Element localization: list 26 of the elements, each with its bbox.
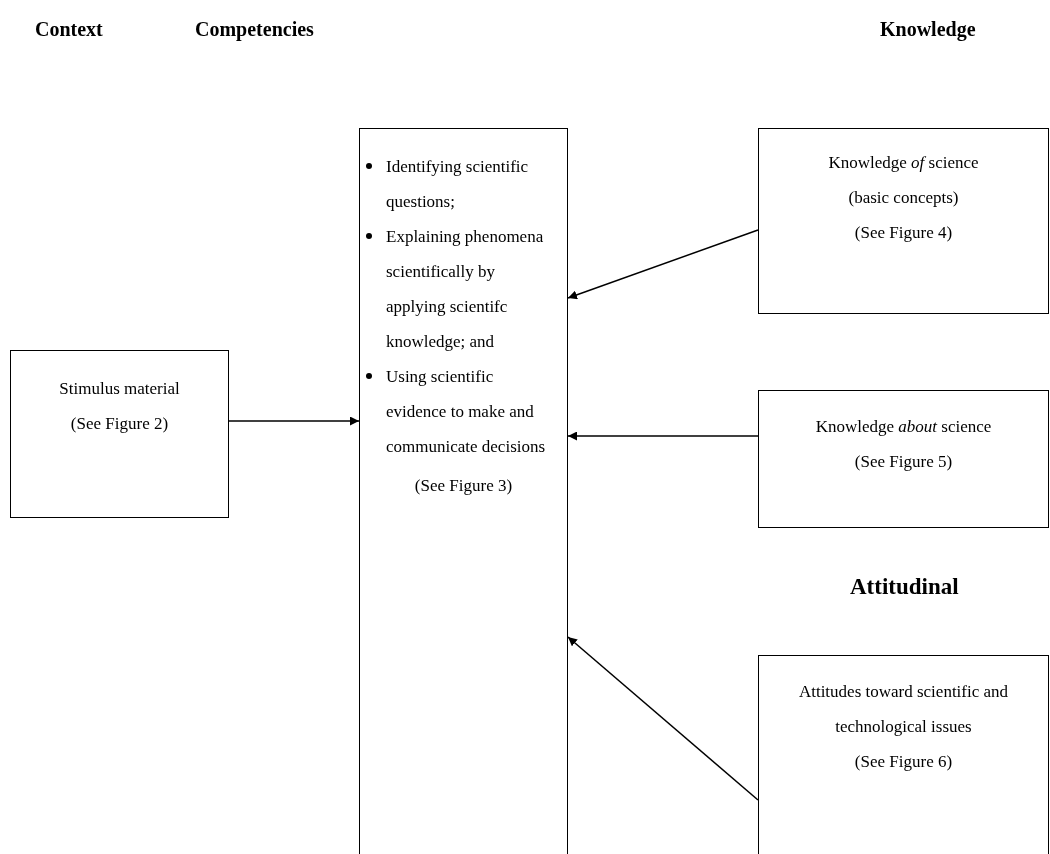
text-box bbox=[758, 390, 1049, 528]
column-heading: Knowledge bbox=[880, 18, 976, 41]
box-text: (See Figure 3) bbox=[413, 475, 514, 497]
text-box bbox=[758, 655, 1049, 854]
text-box bbox=[359, 128, 568, 854]
arrow bbox=[228, 416, 360, 426]
text-box bbox=[758, 128, 1049, 314]
box-text: Knowledge of science bbox=[827, 152, 980, 174]
column-heading: Competencies bbox=[195, 18, 314, 41]
column-heading: Context bbox=[35, 18, 103, 41]
bullet-item: Identifying scientific questions; bbox=[360, 149, 546, 219]
arrow bbox=[567, 431, 759, 441]
text-box bbox=[10, 350, 229, 518]
bullet-item: Explaining phenomena scientifically by applying scientifc knowledge; and bbox=[360, 219, 546, 359]
box-text: (See Figure 6) bbox=[853, 751, 954, 773]
box-text: (See Figure 2) bbox=[69, 413, 170, 435]
column-heading: Attitudinal bbox=[850, 574, 959, 600]
box-text: (basic concepts) bbox=[847, 187, 960, 209]
box-text: Knowledge about science bbox=[814, 416, 993, 438]
box-text: Stimulus material bbox=[58, 378, 181, 400]
arrow bbox=[567, 636, 759, 801]
box-text: (See Figure 5) bbox=[853, 451, 954, 473]
box-text: Attitudes toward scientific and technological issues bbox=[797, 681, 1010, 738]
bullet-item: Using scientific evidence to make and communicate decisions bbox=[360, 359, 546, 464]
arrow bbox=[567, 229, 759, 300]
box-text: (See Figure 4) bbox=[853, 222, 954, 244]
